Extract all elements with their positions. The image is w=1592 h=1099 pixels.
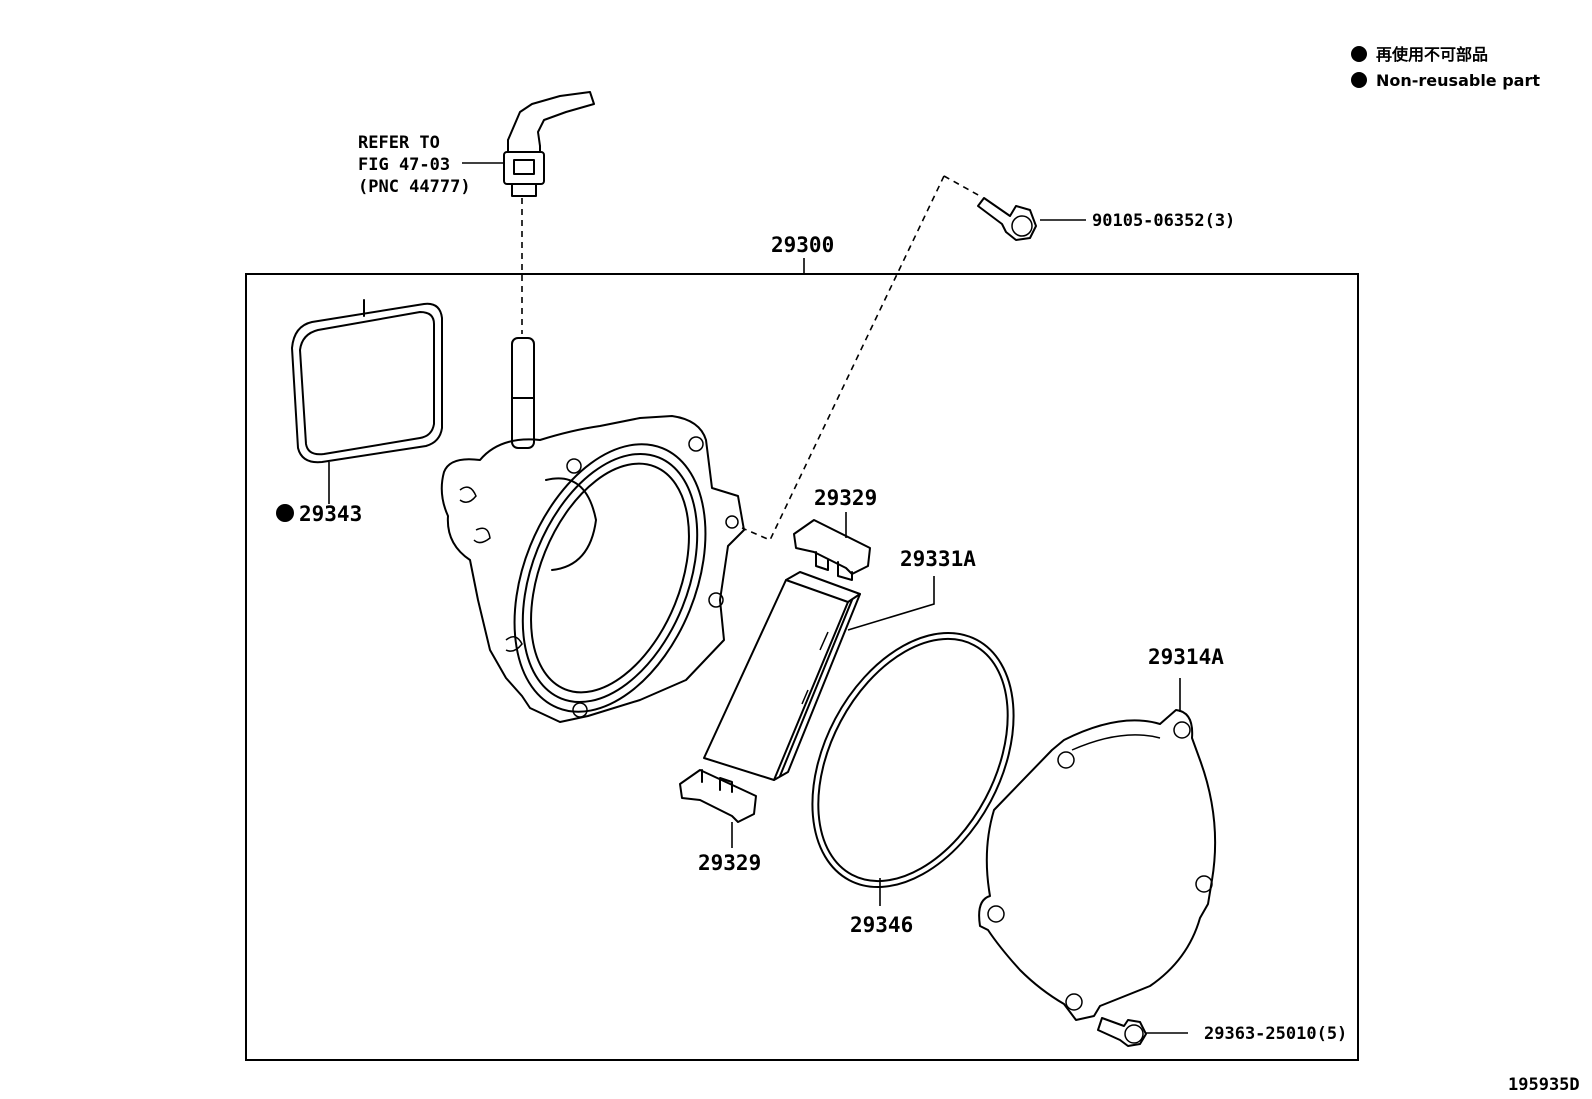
label-assembly: 29300 — [771, 233, 834, 257]
label-bolt-90105: 90105-06352(3) — [1092, 211, 1235, 231]
figure-id: 195935D — [1508, 1075, 1580, 1095]
label-gasket: 29343 — [299, 502, 362, 526]
cover-29314A — [978, 709, 1217, 1021]
oring-29346 — [811, 632, 1015, 888]
legend-english: Non-reusable part — [1376, 71, 1540, 90]
label-clip-top: 29329 — [814, 486, 877, 510]
bolt-90105 — [977, 197, 1037, 241]
label-oring: 29346 — [850, 913, 913, 937]
refer-line-1: REFER TO — [358, 133, 440, 153]
non-reusable-dot-icon — [1351, 46, 1367, 62]
label-clip-bottom: 29329 — [698, 851, 761, 875]
hose-connector — [503, 91, 595, 197]
clip-29329-top — [793, 519, 871, 581]
pump-housing — [440, 337, 745, 723]
label-screw-29363: 29363-25010(5) — [1204, 1024, 1347, 1044]
label-vane-rotor: 29331A — [900, 547, 976, 571]
refer-line-3: (PNC 44777) — [358, 177, 471, 197]
screw-29363 — [1097, 1017, 1147, 1047]
refer-label: REFER TO FIG 47-03 (PNC 44777) — [358, 133, 504, 197]
clip-29329-bottom — [679, 769, 757, 823]
legend-japanese: 再使用不可部品 — [1376, 45, 1488, 64]
legend: 再使用不可部品 Non-reusable part — [1351, 45, 1540, 90]
assembly-box — [245, 273, 1359, 1061]
refer-line-2: FIG 47-03 — [358, 155, 450, 175]
gasket-29343 — [291, 299, 443, 464]
non-reusable-dot-icon — [1351, 72, 1367, 88]
vane-rotor-29331A — [703, 571, 861, 781]
label-cover: 29314A — [1148, 645, 1224, 669]
non-reusable-dot-icon — [276, 504, 294, 522]
